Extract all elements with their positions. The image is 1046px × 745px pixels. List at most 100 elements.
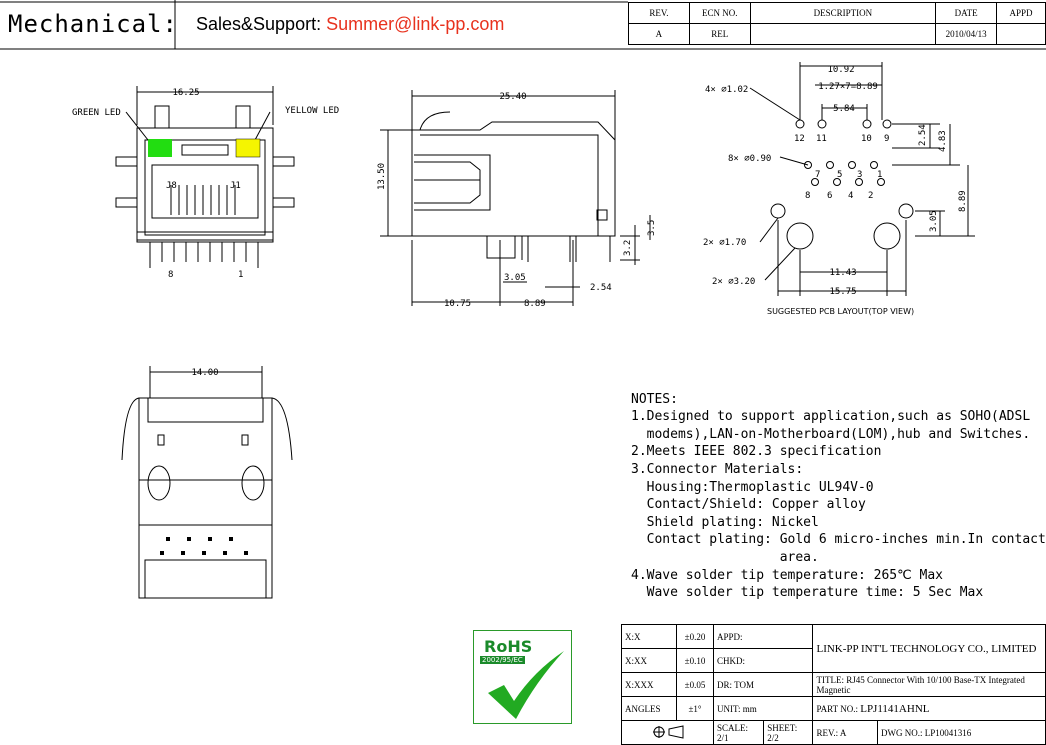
title-cell: TITLE: RJ45 Connector With 10/100 Base-T… — [812, 672, 1046, 697]
appd-value — [996, 23, 1046, 45]
pin-num: 5 — [837, 170, 842, 180]
dwg-value: LP10041316 — [924, 727, 972, 738]
dim-pcb-483: 4.83 — [938, 130, 948, 152]
bottom-pin-holes — [160, 537, 248, 555]
dim-front-width: 16.25 — [172, 88, 199, 98]
rev-value: A — [628, 23, 690, 45]
pin-num: 3 — [857, 170, 862, 180]
unit-label: UNIT: — [717, 703, 741, 714]
rev-label: REV.: — [816, 727, 839, 738]
company-name: LINK-PP INT'L TECHNOLOGY CO., LIMITED — [812, 624, 1046, 673]
part-label: PART NO.: — [816, 703, 858, 714]
label-pin8: 8 — [168, 270, 173, 280]
page-title: Mechanical: — [8, 10, 178, 38]
green-led — [148, 139, 172, 157]
title-value: RJ45 Connector With 10/100 Base-TX Integ… — [816, 674, 1025, 695]
note-line: 2.Meets IEEE 802.3 specification — [631, 444, 882, 460]
tol-value: ±0.20 — [676, 624, 714, 649]
dr-label: DR: — [717, 679, 733, 690]
dim-pcb-305: 3.05 — [929, 210, 939, 232]
dim-side-length: 25.40 — [499, 92, 526, 102]
front-view — [115, 86, 295, 268]
tol-value: ±0.10 — [676, 648, 714, 673]
dwg-label: DWG NO.: — [881, 727, 923, 738]
pcb-layout-title: SUGGESTED PCB LAYOUT(TOP VIEW) — [767, 307, 914, 316]
dim-side-305: 3.05 — [504, 273, 526, 283]
dim-side-32: 3.2 — [623, 240, 633, 256]
dim-side-35: 3.5 — [647, 220, 657, 236]
sheet-value: 2/2 — [767, 732, 779, 743]
pin-num: 7 — [815, 170, 820, 180]
unit-cell: UNIT: mm — [712, 696, 814, 721]
angles-value: ±1° — [676, 696, 714, 721]
part-cell: PART NO.: LPJ1141AHNL — [812, 696, 1046, 721]
dim-pcb-1143: 11.43 — [829, 268, 856, 278]
dim-side-1075: 10.75 — [444, 299, 471, 309]
title-label: TITLE: — [816, 674, 844, 685]
note-line: area. — [631, 549, 819, 565]
note-line: Shield plating: Nickel — [631, 514, 819, 530]
drawn-by: DR: TOM — [712, 672, 814, 697]
label-j1: J1 — [230, 181, 241, 191]
rohs-subtitle: 2002/95/EC — [480, 656, 525, 664]
pcb-pin-numbers: 12 11 10 9 7 5 3 1 8 6 4 2 — [794, 134, 889, 201]
label-pin1: 1 — [238, 270, 243, 280]
dwg-cell: DWG NO.: LP10041316 — [877, 720, 1046, 745]
note-line: Contact plating: Gold 6 micro-inches min… — [631, 532, 1046, 548]
label-j8: J8 — [166, 181, 177, 191]
notes-heading: NOTES: — [631, 391, 678, 407]
dim-side-254: 2.54 — [590, 283, 612, 293]
pin-num: 10 — [861, 134, 872, 144]
scale-value: 2/1 — [717, 732, 729, 743]
title-block: X:X ±0.20 APPD: LINK-PP INT'L TECHNOLOGY… — [621, 624, 1046, 745]
support-contact: Sales&Support: Summer@link-pp.com — [196, 14, 504, 35]
note-line: 4.Wave solder tip temperature: 265℃ Max — [631, 567, 944, 583]
pin-num: 8 — [805, 191, 810, 201]
scale-label: SCALE: — [717, 722, 749, 733]
label-hole-2x320: 2× ∅3.20 — [712, 277, 755, 287]
tol-label: X:XX — [621, 648, 677, 673]
dim-side-889: 8.89 — [524, 299, 546, 309]
note-line: modems),LAN-on-Motherboard(LOM),hub and … — [631, 426, 1031, 442]
pin-num: 11 — [816, 134, 827, 144]
label-green-led: GREEN LED — [72, 108, 121, 118]
dim-pcb-1575: 15.75 — [829, 287, 856, 297]
pcb-layout — [749, 62, 975, 296]
pin-num: 4 — [848, 191, 853, 201]
dim-pcb-1092: 10.92 — [827, 65, 854, 75]
rev-value: A — [839, 727, 847, 738]
dim-bottom-width: 14.00 — [191, 368, 218, 378]
tol-label: X:XXX — [621, 672, 677, 697]
note-line: Contact/Shield: Copper alloy — [631, 497, 866, 513]
sheet-cell: SHEET: 2/2 — [763, 720, 814, 745]
pin-num: 6 — [827, 191, 832, 201]
note-line: Wave solder tip temperature time: 5 Sec … — [631, 585, 984, 601]
date-value: 2010/04/13 — [935, 23, 998, 45]
bottom-view — [121, 366, 293, 599]
note-line: 3.Connector Materials: — [631, 461, 804, 477]
dim-side-height: 13.50 — [377, 163, 387, 190]
angles-label: ANGLES — [621, 696, 677, 721]
notes-block: NOTES: 1.Designed to support application,… — [631, 373, 1046, 619]
dim-pcb-254: 2.54 — [918, 124, 928, 146]
label-hole-2x170: 2× ∅1.70 — [703, 238, 746, 248]
projection-symbol — [621, 720, 714, 745]
projection-icon — [652, 724, 683, 739]
appd-label: APPD: — [712, 624, 814, 649]
revision-table: REV. ECN NO. DESCRIPTION DATE APPD A REL… — [628, 2, 1046, 45]
label-hole-8x: 8× ∅0.90 — [728, 154, 771, 164]
date-header: DATE — [935, 2, 998, 24]
yellow-led — [235, 138, 261, 158]
label-yellow-led: YELLOW LED — [285, 106, 339, 116]
support-email[interactable]: Summer@link-pp.com — [326, 14, 505, 34]
side-view — [380, 90, 651, 306]
note-line: 1.Designed to support application,such a… — [631, 409, 1031, 425]
dim-pcb-889: 8.89 — [958, 190, 968, 212]
dim-pcb-584: 5.84 — [833, 104, 855, 114]
sheet-label: SHEET: — [767, 722, 798, 733]
dr-name: TOM — [734, 679, 754, 690]
chkd-label: CHKD: — [712, 648, 814, 673]
support-label: Sales&Support: — [196, 14, 327, 34]
unit-value: mm — [742, 703, 757, 714]
